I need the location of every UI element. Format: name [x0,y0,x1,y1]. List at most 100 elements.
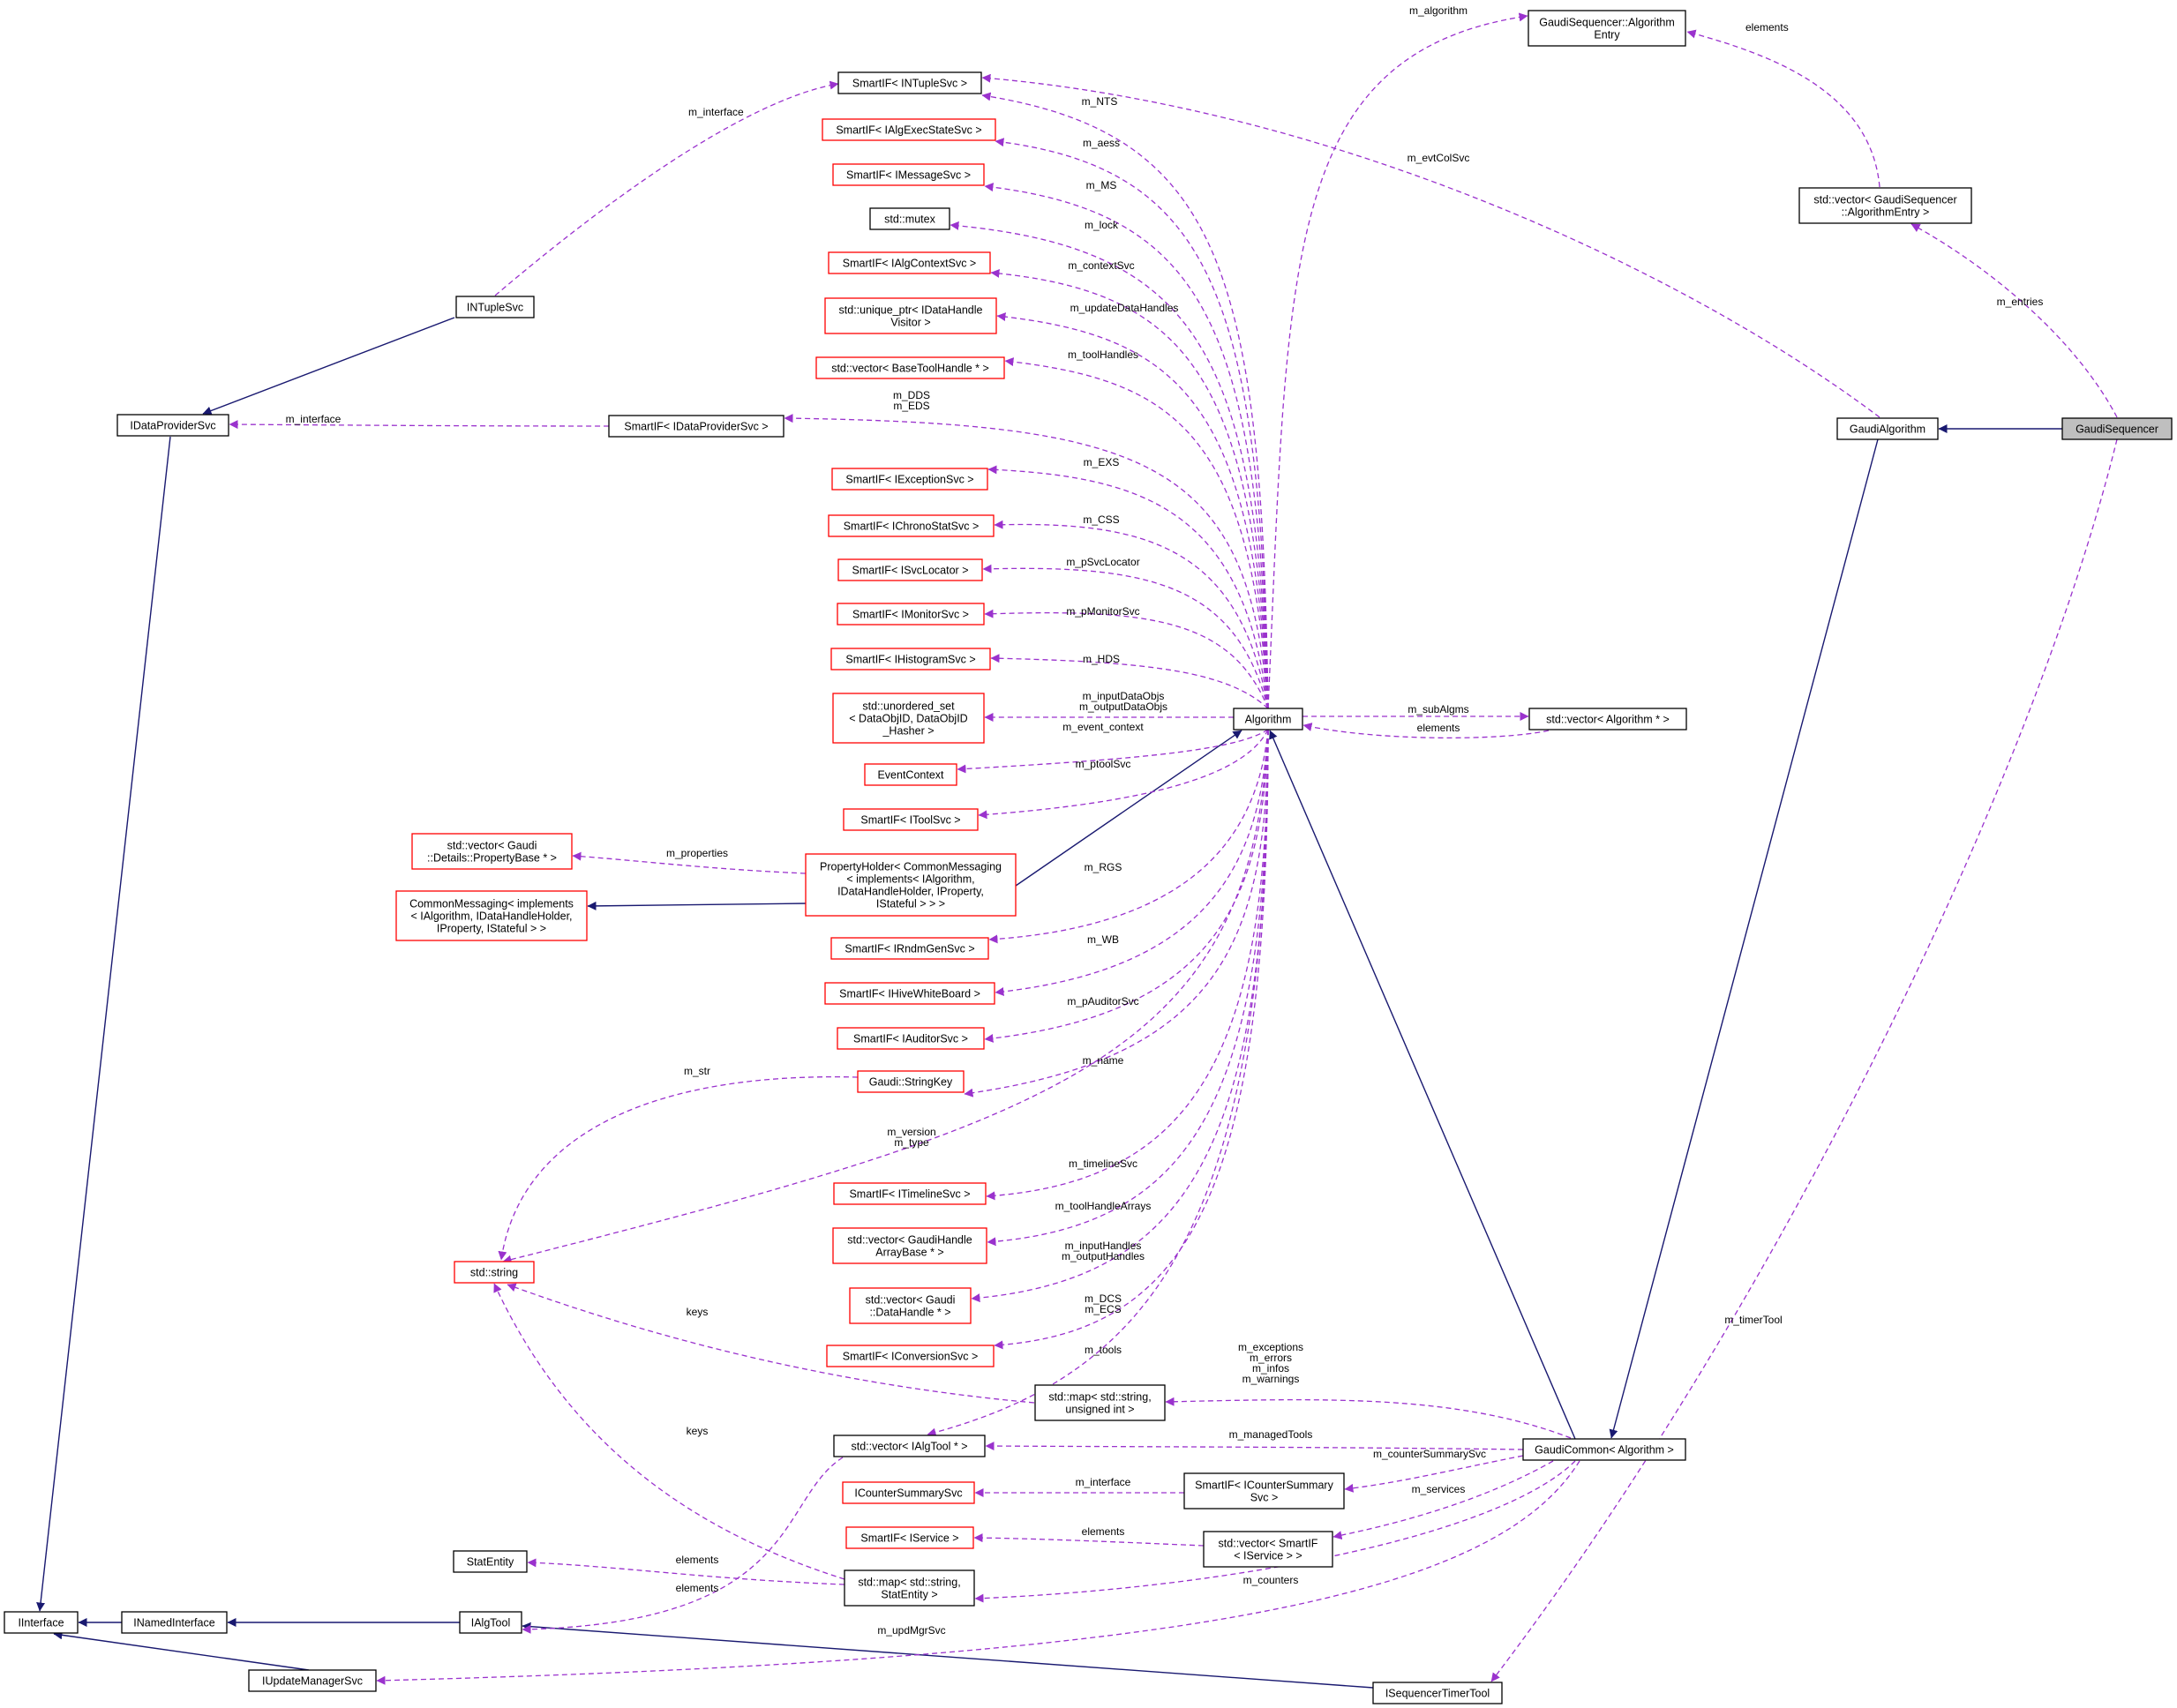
node-vector-smartif-iservice[interactable]: std::vector< SmartIF< IService > > [1203,1531,1333,1568]
node-vector-ialgtool[interactable]: std::vector< IAlgTool * > [833,1435,986,1457]
edge-label-m-contextsvc: m_contextSvc [1068,259,1134,272]
node-intuplesvc[interactable]: INTupleSvc [455,296,535,318]
inheritance-edge-property_holder-to-algorithm [1015,730,1242,887]
node-event-context[interactable]: EventContext [864,763,957,786]
node-idataprovidersvc[interactable]: IDataProviderSvc [116,414,229,437]
node-smartif-ialgexecstatesvc[interactable]: SmartIF< IAlgExecStateSvc > [822,118,996,141]
usage-edge-gaudi_stringkey-to-std_string [498,1075,859,1261]
edge-label-m-css: m_CSS [1083,513,1119,526]
node-ialgtool[interactable]: IAlgTool [459,1611,522,1634]
edge-label-m-updatedatahandles: m_updateDataHandles [1070,302,1179,314]
node-label-vector-algorithm-ptr: std::vector< Algorithm * > [1546,714,1670,726]
node-label-std-string: std::string [470,1267,518,1279]
usage-edge-map_string_statentity-to-stat_entity [527,1558,845,1585]
edge-label-m-entries: m_entries [1997,296,2044,308]
usage-edge-gaudi_common-to-map_string_uint [1165,1397,1572,1439]
node-label-smartif-iauditorsvc: SmartIF< IAuditorSvc > [853,1033,968,1045]
edge-label-keys-upper: keys [687,1306,709,1318]
node-gaudi-algorithm[interactable]: GaudiAlgorithm [1836,417,1939,440]
edge-label-elements-entry: elements [1745,21,1789,34]
edge-label-m-interface-counter: m_interface [1076,1476,1131,1488]
node-label-stat-entity: StatEntity [467,1556,514,1569]
node-smartif-ialgcontextsvc[interactable]: SmartIF< IAlgContextSvc > [828,251,991,274]
edge-label-m-toolhandles: m_toolHandles [1068,348,1138,361]
node-vector-algorithm-ptr[interactable]: std::vector< Algorithm * > [1528,708,1687,730]
node-smartif-intuplesvc[interactable]: SmartIF< INTupleSvc > [837,71,982,94]
edge-label-m-hds: m_HDS [1083,653,1120,665]
node-smartif-ichronostatsvc[interactable]: SmartIF< IChronoStatSvc > [828,514,995,537]
node-smartif-imonitorsvc[interactable]: SmartIF< IMonitorSvc > [837,603,985,626]
node-std-string[interactable]: std::string [454,1261,535,1284]
node-smartif-iauditorsvc[interactable]: SmartIF< IAuditorSvc > [837,1027,985,1050]
usage-edge-gaudi_common-to-vector_smartif_iservice [1332,1460,1554,1540]
node-gaudi-stringkey[interactable]: Gaudi::StringKey [857,1070,965,1093]
node-label-smartif-ihistogramsvc: SmartIF< IHistogramSvc > [845,654,975,666]
edge-label-m-counters: m_counters [1243,1574,1299,1586]
node-smartif-iconversionsvc[interactable]: SmartIF< IConversionSvc > [826,1345,995,1367]
node-label-smartif-imonitorsvc: SmartIF< IMonitorSvc > [852,609,969,621]
usage-edge-gaudi_common-to-smartif_icountersummarysvc [1344,1455,1524,1493]
node-smartif-iexceptionsvc[interactable]: SmartIF< IExceptionSvc > [831,468,988,491]
node-label-smartif-ialgexecstatesvc: SmartIF< IAlgExecStateSvc > [836,124,981,137]
node-inamedinterface[interactable]: INamedInterface [121,1611,228,1634]
node-map-string-statentity[interactable]: std::map< std::string,StatEntity > [844,1569,975,1607]
usage-edge-vector_smartif_iservice-to-smartif_iservice [973,1533,1205,1547]
node-common-messaging[interactable]: CommonMessaging< implements< IAlgorithm,… [395,890,588,941]
edge-label-elements-subalgms: elements [1417,722,1460,734]
node-label-event-context: EventContext [877,769,944,782]
node-stat-entity[interactable]: StatEntity [453,1550,528,1573]
node-map-string-uint[interactable]: std::map< std::string,unsigned int > [1034,1384,1166,1421]
node-label-vector-propertybase: std::vector< Gaudi::Details::PropertyBas… [427,840,557,865]
node-label-map-string-statentity: std::map< std::string,StatEntity > [858,1577,960,1601]
node-vector-algorithm-entry[interactable]: std::vector< GaudiSequencer::AlgorithmEn… [1798,187,1972,224]
node-smartif-ihivewhiteboard[interactable]: SmartIF< IHiveWhiteBoard > [824,982,995,1005]
usage-edge-algorithm-to-unique_ptr_idatahandlevisitor [996,312,1269,709]
edge-label-m-aess: m_aess [1083,137,1120,149]
node-std-mutex[interactable]: std::mutex [869,207,950,230]
node-iinterface[interactable]: IInterface [4,1611,79,1634]
node-vector-basetoolhandle[interactable]: std::vector< BaseToolHandle * > [815,356,1005,379]
node-iupdatemanagersvc[interactable]: IUpdateManagerSvc [248,1669,377,1692]
usage-edge-algorithm-to-smartif_imonitorsvc [984,609,1269,709]
usage-edge-vector_ialgtool-to-ialgtool [522,1457,844,1634]
inheritance-edges [36,317,2062,1689]
node-label-unordered-set-dataobjid: std::unordered_set< DataObjID, DataObjID… [849,700,967,738]
edge-label-m-pauditorsvc: m_pAuditorSvc [1067,995,1138,1008]
node-isequencertimertool[interactable]: ISequencerTimerTool [1372,1682,1503,1704]
node-smartif-imessagesvc[interactable]: SmartIF< IMessageSvc > [832,163,985,186]
inheritance-edge-gaudi_algorithm-to-gaudi_common [1609,438,1879,1439]
node-vector-datahandle[interactable]: std::vector< Gaudi::DataHandle * > [849,1287,972,1324]
node-smartif-ihistogramsvc[interactable]: SmartIF< IHistogramSvc > [830,648,991,670]
node-smartif-itoolsvc[interactable]: SmartIF< IToolSvc > [843,808,979,831]
node-property-holder[interactable]: PropertyHolder< CommonMessaging< impleme… [805,853,1017,917]
node-label-smartif-itimelinesvc: SmartIF< ITimelineSvc > [849,1188,970,1201]
usage-edge-intuplesvc-to-smartif_intuplesvc [494,80,839,296]
node-smartif-itimelinesvc[interactable]: SmartIF< ITimelineSvc > [833,1182,987,1205]
node-icountersummarysvc[interactable]: ICounterSummarySvc [842,1481,975,1504]
node-gaudi-common[interactable]: GaudiCommon< Algorithm > [1522,1438,1686,1461]
node-label-gaudi-common: GaudiCommon< Algorithm > [1535,1444,1674,1457]
usage-edge-algorithm-to-vector_datahandle [971,729,1269,1303]
edge-label-m-wb: m_WB [1087,933,1119,946]
node-smartif-isvclocator[interactable]: SmartIF< ISvcLocator > [837,558,983,581]
node-smartif-iservice[interactable]: SmartIF< IService > [845,1526,974,1549]
edge-label-m-updmgrsvc: m_updMgrSvc [877,1624,945,1637]
node-smartif-idataprovidersvc[interactable]: SmartIF< IDataProviderSvc > [608,415,784,438]
edge-label-elements-service: elements [1082,1525,1125,1538]
edge-label-m-algorithm: m_algorithm [1409,4,1468,17]
node-algorithm[interactable]: Algorithm [1233,708,1303,730]
node-smartif-irndmgensvc[interactable]: SmartIF< IRndmGenSvc > [830,937,989,960]
usage-edge-algorithm-to-smartif_iexceptionsvc [987,465,1269,709]
node-gaudi-sequencer[interactable]: GaudiSequencer [2061,417,2173,440]
usage-edge-algorithm-to-event_context [957,729,1269,774]
node-unordered-set-dataobjid[interactable]: std::unordered_set< DataObjID, DataObjID… [832,693,985,744]
edge-label-m-toolhandlearrays: m_toolHandleArrays [1055,1200,1152,1212]
node-vector-propertybase[interactable]: std::vector< Gaudi::Details::PropertyBas… [411,833,573,870]
node-label-vector-algorithm-entry: std::vector< GaudiSequencer::AlgorithmEn… [1813,194,1956,219]
